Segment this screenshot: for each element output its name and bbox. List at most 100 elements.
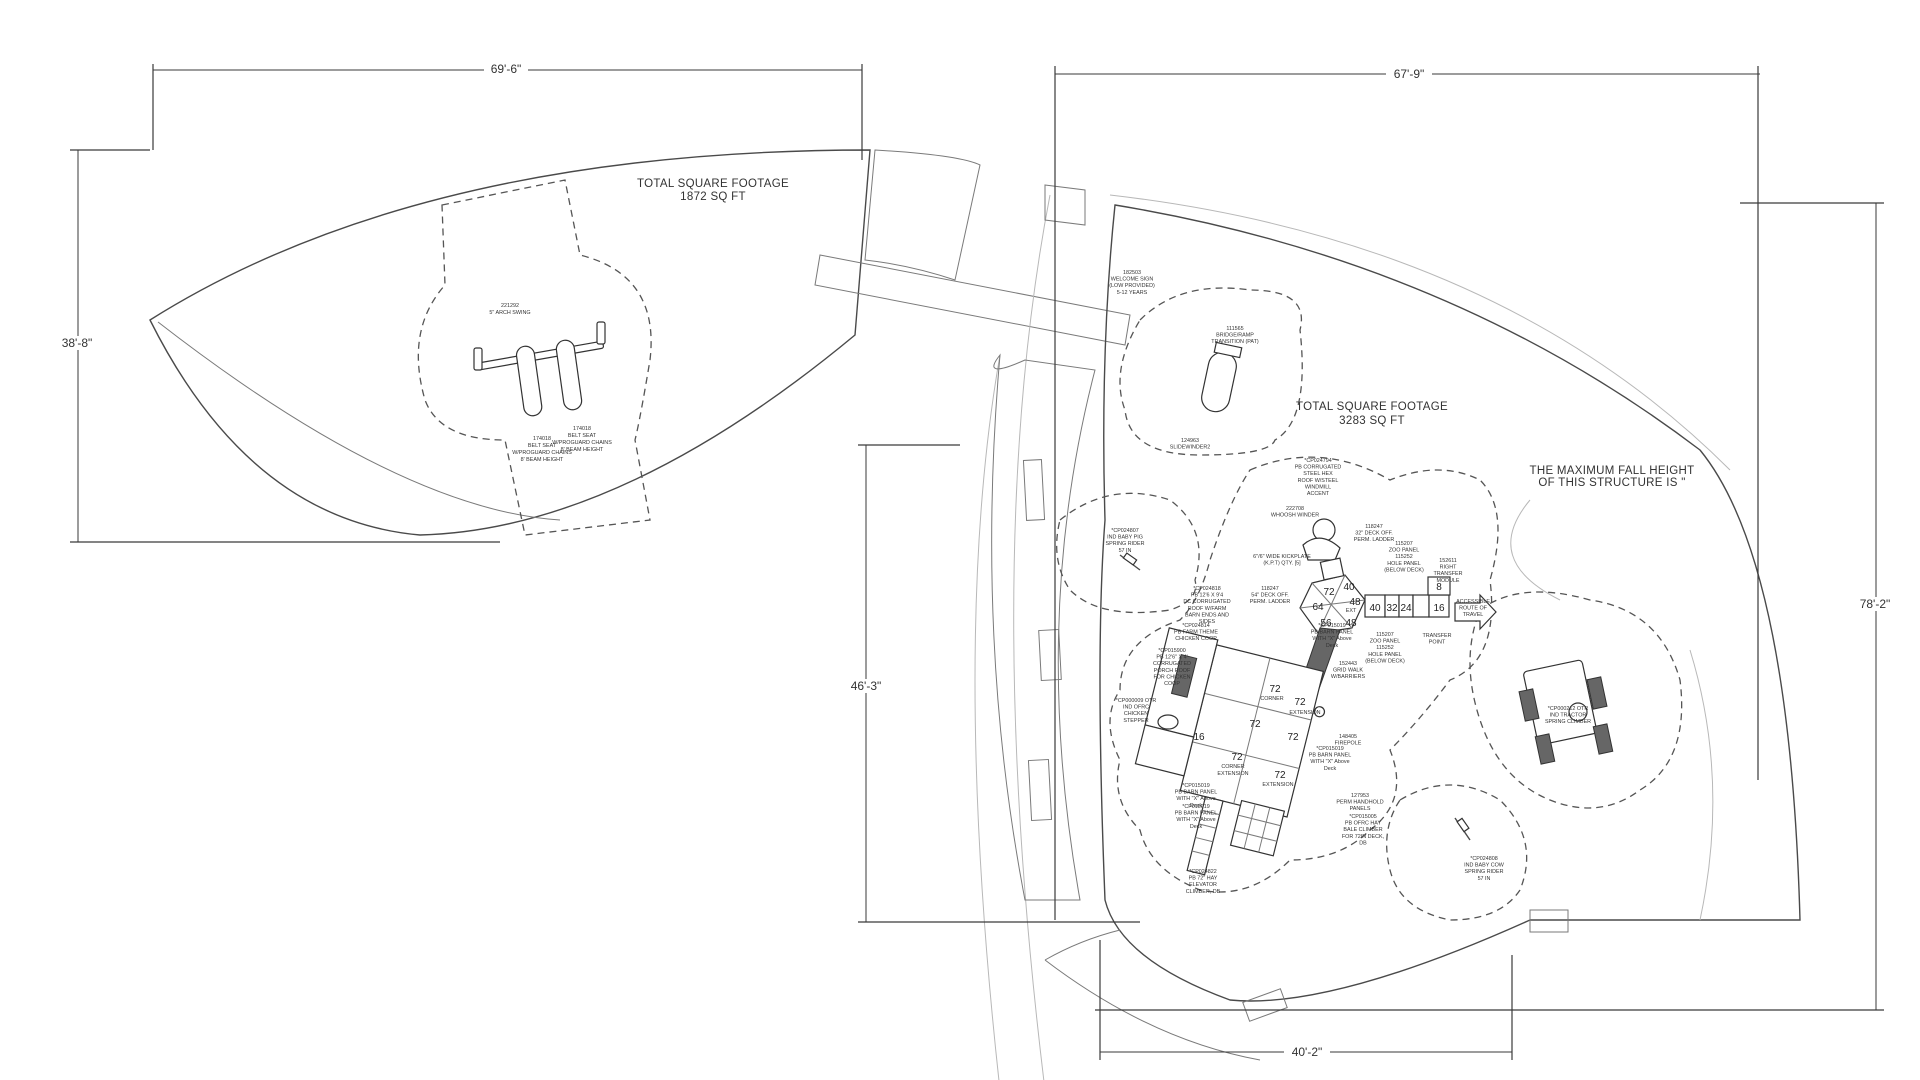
svg-text:16: 16 [1193, 732, 1205, 743]
label-line: *CP024814 [1182, 623, 1210, 629]
label-line: *CP000009 OTR [1116, 698, 1157, 704]
left-title-line1: TOTAL SQUARE FOOTAGE [637, 178, 789, 190]
label-line: TRANSFER [1433, 571, 1462, 577]
label-line: ACCESSIBLE [1456, 599, 1490, 605]
label-line: PERM HANDHOLD [1336, 800, 1383, 806]
label-line: 5-12 YEARS [1117, 290, 1148, 296]
svg-text:72: 72 [1274, 770, 1286, 781]
label-line: STEEL HEX [1303, 471, 1333, 477]
label-line: 222708 [1286, 506, 1304, 512]
fall-height-note-line1: THE MAXIMUM FALL HEIGHT [1530, 465, 1695, 477]
label-line: 118247 [1365, 524, 1383, 530]
label-line: CLIMBER, DB [1186, 889, 1221, 895]
label-line: 111565 [1226, 326, 1243, 332]
label-line: *CP000212 OTR [1548, 706, 1589, 712]
label-line: SPRING RIDER [1106, 541, 1145, 547]
svg-text:W/PROGUARD CHAINS: W/PROGUARD CHAINS [552, 440, 612, 446]
label-line: W/BARRIERS [1331, 674, 1366, 680]
svg-text:72: 72 [1294, 697, 1306, 708]
label-line: 152611 [1439, 558, 1457, 564]
label-line: *CP024822 [1189, 869, 1217, 875]
label-line: SPRING RIDER [1465, 869, 1504, 875]
label-line: WITH "X" Above [1310, 759, 1349, 765]
label-line: BRIDGE/RAMP [1216, 333, 1254, 339]
label-line: IND BABY PIG [1107, 535, 1143, 541]
svg-text:72: 72 [1323, 587, 1335, 598]
label-line: DC CORRUGATED [1183, 599, 1230, 605]
svg-text:5" ARCH SWING: 5" ARCH SWING [489, 310, 530, 316]
windmill-icon [1312, 518, 1336, 542]
label-line: 148405 [1339, 734, 1357, 740]
label-line: WITH "X" Above [1176, 817, 1215, 823]
label-line: PB BARN PANEL [1175, 811, 1217, 817]
label-line: POINT [1429, 640, 1446, 646]
label-line: *CP024794 [1304, 458, 1332, 464]
label-line: STEPPER [1123, 718, 1148, 724]
label-line: FOR CHICKEN [1153, 674, 1190, 680]
label-line: PB BARN PANEL [1309, 753, 1351, 759]
label-line: PERM. LADDER [1250, 599, 1291, 605]
label-line: FIREPOLE [1335, 741, 1362, 747]
label-line: HOLE PANEL [1387, 561, 1420, 567]
label-line: WINDMILL [1305, 484, 1331, 490]
label-line: TRANSFER [1422, 633, 1451, 639]
label-line: HOLE PANEL [1368, 652, 1401, 658]
label-line: 115207 [1395, 541, 1413, 547]
label-line: Deck [1326, 643, 1339, 649]
svg-text:16: 16 [1433, 603, 1445, 614]
svg-text:32: 32 [1386, 603, 1398, 614]
svg-text:72: 72 [1287, 732, 1299, 743]
left-width-dimension: 69'-6" [491, 62, 522, 76]
svg-text:EXTENSION: EXTENSION [1217, 771, 1248, 777]
label-line: PERM. LADDER [1354, 537, 1395, 543]
arch-swing-icon [473, 321, 606, 417]
label-line: Deck [1190, 824, 1203, 830]
label-line: 57 IN [1478, 876, 1491, 882]
label-line: CHICKEN [1124, 711, 1148, 717]
curved-pathway [814, 149, 1131, 1080]
cow-spring-rider-icon [1454, 817, 1471, 841]
label-line: TRAVEL [1463, 612, 1484, 618]
label-line: 115207 [1376, 632, 1394, 638]
label-line: SLIDEWINDER2 [1170, 445, 1210, 451]
label-line: PB BARN PANEL [1175, 790, 1217, 796]
slide-icon [1201, 341, 1243, 413]
left-title-line2: 1872 SQ FT [680, 191, 746, 203]
svg-text:174018: 174018 [573, 426, 591, 432]
label-line: 115252 [1376, 645, 1394, 651]
svg-text:24: 24 [1400, 603, 1412, 614]
right-height-dimension: 78'-2" [1860, 597, 1891, 611]
label-line: PB CORRUGATED [1295, 465, 1342, 471]
label-line: BALE CLIMBER [1343, 827, 1382, 833]
deck-heights: 72 40 64 48 56 48 EXT 40 32 24 16 8 72 C… [1193, 582, 1445, 788]
svg-text:48: 48 [1345, 618, 1357, 629]
svg-text:W/PROGUARD CHAINS: W/PROGUARD CHAINS [512, 450, 572, 456]
svg-text:72: 72 [1249, 719, 1261, 730]
right-title-line1: TOTAL SQUARE FOOTAGE [1296, 401, 1448, 413]
label-line: WELCOME SIGN [1111, 277, 1154, 283]
label-line: MODULE [1436, 578, 1459, 584]
svg-text:EXTENSION: EXTENSION [1289, 710, 1320, 716]
label-line: PB OFRC HAY [1345, 821, 1382, 827]
svg-text:EXT: EXT [1346, 608, 1357, 614]
svg-text:48: 48 [1349, 597, 1361, 608]
accessible-route-arrow [1454, 593, 1497, 631]
label-line: *CP015019 [1318, 623, 1346, 629]
pig-spring-rider-icon [1119, 552, 1141, 571]
label-line: COOP [1164, 681, 1180, 687]
left-height-dimension: 38'-8" [62, 336, 93, 350]
label-line: PB BARN PANEL [1311, 630, 1353, 636]
